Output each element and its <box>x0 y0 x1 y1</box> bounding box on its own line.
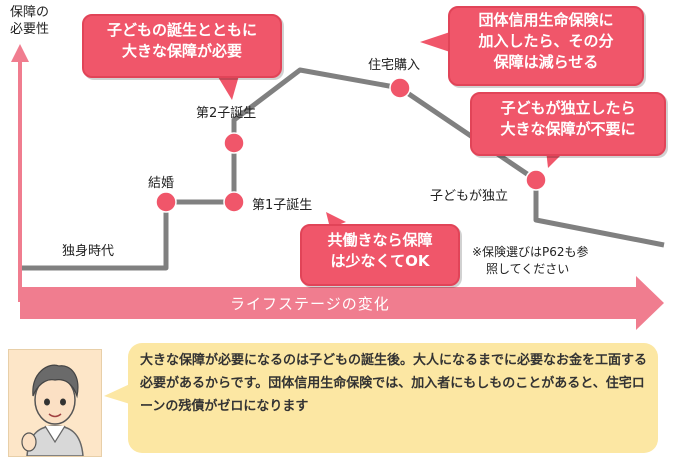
callout-child-independent-line1: 子どもが独立したら <box>500 99 636 117</box>
birth-callout-tail <box>215 72 240 100</box>
reference-note-line1: ※保険選びはP62も参 <box>472 245 589 259</box>
callout-child-independent-line2: 大きな保障が不要に <box>500 120 636 138</box>
callout-child-independent: 子どもが独立したら 大きな保障が不要に <box>470 92 666 156</box>
callout-child-birth-line1: 子どもの誕生とともに <box>106 21 257 39</box>
advisor-avatar <box>8 349 102 457</box>
house-callout-tail <box>420 32 450 52</box>
advisor-avatar-illustration <box>9 350 101 457</box>
stage-label-first-child: 第1子誕生 <box>252 198 313 213</box>
callout-group-insurance-line1: 団体信用生命保険に <box>478 11 614 29</box>
callout-child-birth-line2: 大きな保障が必要 <box>121 42 242 60</box>
house-dot <box>389 77 411 99</box>
y-axis-label-line1: 保障の <box>10 5 50 20</box>
second-child-dot <box>223 132 245 154</box>
stage-label-child-independent: 子どもが独立 <box>430 189 509 204</box>
callout-child-birth: 子どもの誕生とともに 大きな保障が必要 <box>82 14 282 78</box>
x-axis-label: ライフステージの変化 <box>230 295 390 313</box>
callout-dual-income-line1: 共働きなら保障 <box>327 231 433 249</box>
stage-label-single: 独身時代 <box>62 244 115 259</box>
x-axis-arrow <box>20 276 664 330</box>
reference-note-line2: 照してください <box>486 262 570 276</box>
reference-note: ※保険選びはP62も参 照してください <box>472 244 589 278</box>
callout-dual-income-line2: は少なくてOK <box>330 252 430 270</box>
marriage-dot <box>155 191 177 213</box>
callout-dual-income: 共働きなら保障 は少なくてOK <box>300 224 460 286</box>
stage-label-marriage: 結婚 <box>148 176 175 191</box>
callout-group-insurance-line2: 加入したら、その分 <box>478 32 614 50</box>
footer-text: 大きな保障が必要になるのは子どもの誕生後。大人になるまでに必要なお金を工面する必… <box>140 353 648 414</box>
first-child-dot <box>223 191 245 213</box>
footer-callout-tail <box>104 384 130 404</box>
y-axis-label: 保障の 必要性 <box>10 4 49 38</box>
callout-group-insurance-line3: 保障は減らせる <box>493 53 599 71</box>
stage-label-second-child: 第2子誕生 <box>196 106 257 121</box>
stage-label-house: 住宅購入 <box>368 58 421 73</box>
need-line <box>22 67 665 271</box>
y-axis-label-line2: 必要性 <box>10 22 50 37</box>
callout-group-insurance: 団体信用生命保険に 加入したら、その分 保障は減らせる <box>448 6 644 86</box>
y-axis <box>11 44 29 302</box>
footer-box <box>128 343 658 453</box>
independence-dot <box>525 169 547 191</box>
